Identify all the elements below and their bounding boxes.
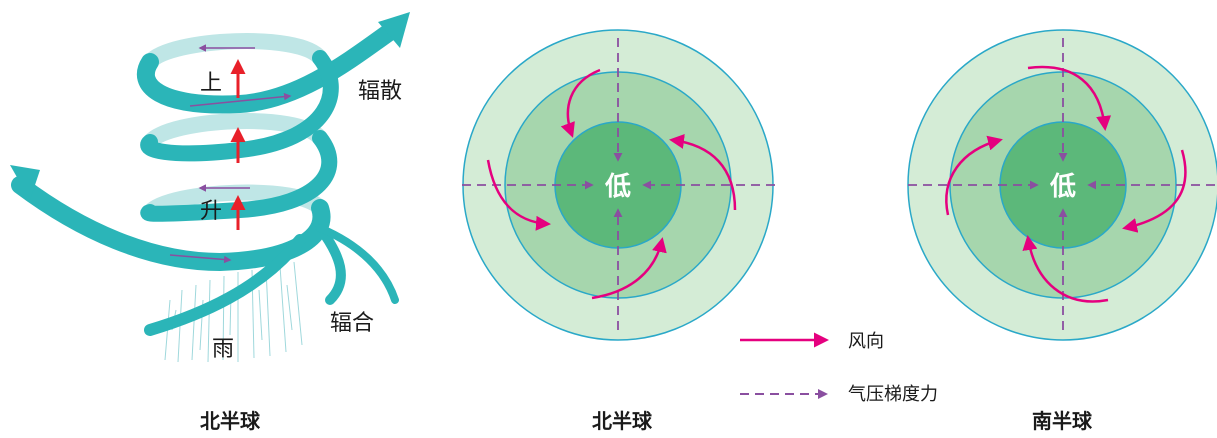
pgf-lines [908, 38, 1215, 330]
divergence-arrowhead [378, 12, 410, 48]
caption-south: 南半球 [1032, 409, 1093, 433]
panel-north: 低 北半球 [462, 29, 775, 433]
label-rain: 雨 [212, 337, 234, 362]
spiral-figure: 上 升 辐散 辐合 雨 北半球 [10, 12, 410, 433]
ribbon-flow-arrows [169, 44, 292, 264]
panel-south: 低 南半球 [907, 29, 1217, 433]
low-label-north: 低 [604, 172, 631, 202]
label-up-2: 升 [200, 199, 222, 224]
caption-spiral: 北半球 [200, 409, 261, 433]
label-up-1: 上 [200, 71, 222, 96]
legend: 风向 气压梯度力 [740, 331, 938, 405]
low-label-south: 低 [1049, 172, 1076, 202]
label-divergence: 辐散 [358, 79, 402, 104]
spiral-back-loops [142, 33, 328, 220]
wind-arrows-north [486, 68, 737, 300]
legend-wind-label: 风向 [848, 331, 884, 352]
label-convergence: 辐合 [330, 311, 374, 336]
legend-pgf-label: 气压梯度力 [848, 384, 938, 405]
caption-north: 北半球 [592, 409, 653, 433]
pgf-lines [462, 38, 775, 330]
wind-arrows-south [945, 65, 1187, 303]
inflow-arrow-tail [10, 165, 40, 200]
